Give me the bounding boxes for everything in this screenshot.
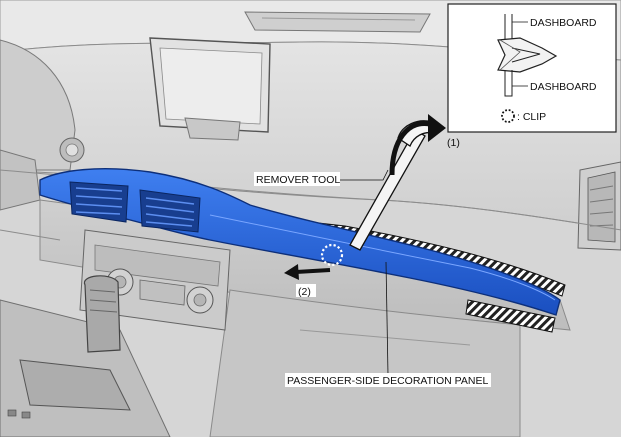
pry-arrow bbox=[389, 114, 446, 176]
inset-label-dashboard-bottom: DASHBOARD bbox=[530, 81, 597, 93]
gear-shifter bbox=[84, 275, 121, 353]
center-console bbox=[0, 275, 171, 437]
center-display bbox=[149, 37, 271, 141]
right-side-vent bbox=[577, 161, 621, 251]
instrument-hood bbox=[0, 39, 76, 171]
callout-step-2: (2) bbox=[298, 286, 311, 298]
clip-marker bbox=[320, 243, 344, 267]
callout-remover-tool: REMOVER TOOL bbox=[256, 174, 340, 186]
clip-legend-icon bbox=[501, 109, 515, 123]
clip-detail-inset bbox=[447, 3, 617, 133]
clip-shape bbox=[497, 37, 558, 73]
inset-label-dashboard-top: DASHBOARD bbox=[530, 17, 597, 29]
pull-arrow bbox=[284, 264, 331, 280]
callout-step-1: (1) bbox=[447, 137, 460, 149]
callout-passenger-panel: PASSENGER-SIDE DECORATION PANEL bbox=[287, 375, 488, 387]
inset-legend-clip: : CLIP bbox=[517, 111, 546, 123]
passenger-decoration-panel bbox=[39, 168, 561, 316]
tool-leader-line bbox=[340, 169, 389, 181]
panel-leader-line bbox=[385, 261, 389, 376]
hatched-surround-lower bbox=[465, 299, 556, 333]
defroster-vent bbox=[244, 11, 431, 33]
